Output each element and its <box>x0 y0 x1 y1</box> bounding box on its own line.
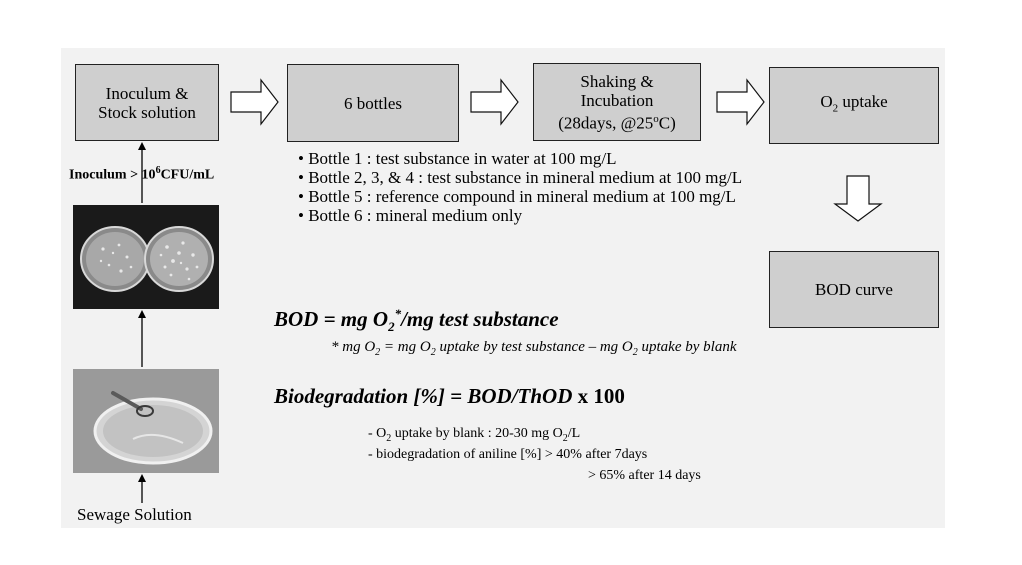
bod-curve-box: BOD curve <box>769 251 939 328</box>
o2-uptake-text: uptake <box>838 92 888 112</box>
bottle-item-3: • Bottle 5 : reference compound in miner… <box>298 187 736 206</box>
six-bottles-box: 6 bottles <box>287 64 459 142</box>
bod-curve-label: BOD curve <box>815 280 893 299</box>
block-arrow-right-3 <box>716 78 765 126</box>
o2-sub: 2 <box>832 102 839 115</box>
inoculum-box-line1: Inoculum & <box>105 83 189 103</box>
inoculum-stock-box: Inoculum &Stock solution <box>75 64 219 141</box>
thin-arrow-up-top <box>138 142 146 203</box>
shaking-incubation-box: Shaking & Incubation (28days, @25oC) <box>533 63 701 141</box>
inoculum-unit: CFU/mL <box>160 167 215 183</box>
bottle-list: • Bottle 1 : test substance in water at … <box>298 149 742 225</box>
o2-label: O <box>820 92 833 112</box>
bottle-item-4: • Bottle 6 : mineral medium only <box>298 206 523 225</box>
inoculum-concentration-label: Inoculum > 106CFU/mL <box>69 165 214 184</box>
degree-sup: o <box>653 112 659 125</box>
shaking-line2: Incubation <box>580 90 654 110</box>
blank-uptake-note: - O2 uptake by blank : 20-30 mg O2/L <box>368 426 581 444</box>
sewage-solution-label: Sewage Solution <box>77 505 192 525</box>
thin-arrow-up-bottom <box>138 474 146 503</box>
biodegradation-formula: Biodegradation [%] = BOD/ThOD x 100 <box>274 384 625 408</box>
block-arrow-right-1 <box>230 78 279 126</box>
thin-arrow-up-middle <box>138 310 146 367</box>
bod-footnote: * mg O2 = mg O2 uptake by test substance… <box>331 339 737 358</box>
bottle-item-2: • Bottle 2, 3, & 4 : test substance in m… <box>298 168 743 187</box>
inoculum-box-line2: Stock solution <box>98 102 196 122</box>
inoculum-exponent: 6 <box>155 165 161 176</box>
sewage-dish-photo <box>73 369 219 473</box>
inoculum-label-text: Inoculum > 10 <box>69 167 156 183</box>
block-arrow-right-2 <box>470 78 519 126</box>
aniline-note-1: - biodegradation of aniline [%] > 40% af… <box>368 447 648 462</box>
sewage-label-text: Sewage Solution <box>77 505 192 524</box>
petri-dishes-photo <box>73 205 219 309</box>
shaking-line3-end: C) <box>658 113 676 133</box>
o2-uptake-box: O2 uptake <box>769 67 939 144</box>
shaking-line3: (28days, @25 <box>558 113 654 133</box>
bottle-item-1: • Bottle 1 : test substance in water at … <box>298 149 617 168</box>
aniline-note-2: > 65% after 14 days <box>588 468 701 483</box>
block-arrow-down <box>833 175 883 222</box>
bottles-box-label: 6 bottles <box>343 93 403 113</box>
shaking-line1: Shaking & <box>580 71 654 91</box>
bod-formula: BOD = mg O2*/mg test substance <box>274 306 559 335</box>
